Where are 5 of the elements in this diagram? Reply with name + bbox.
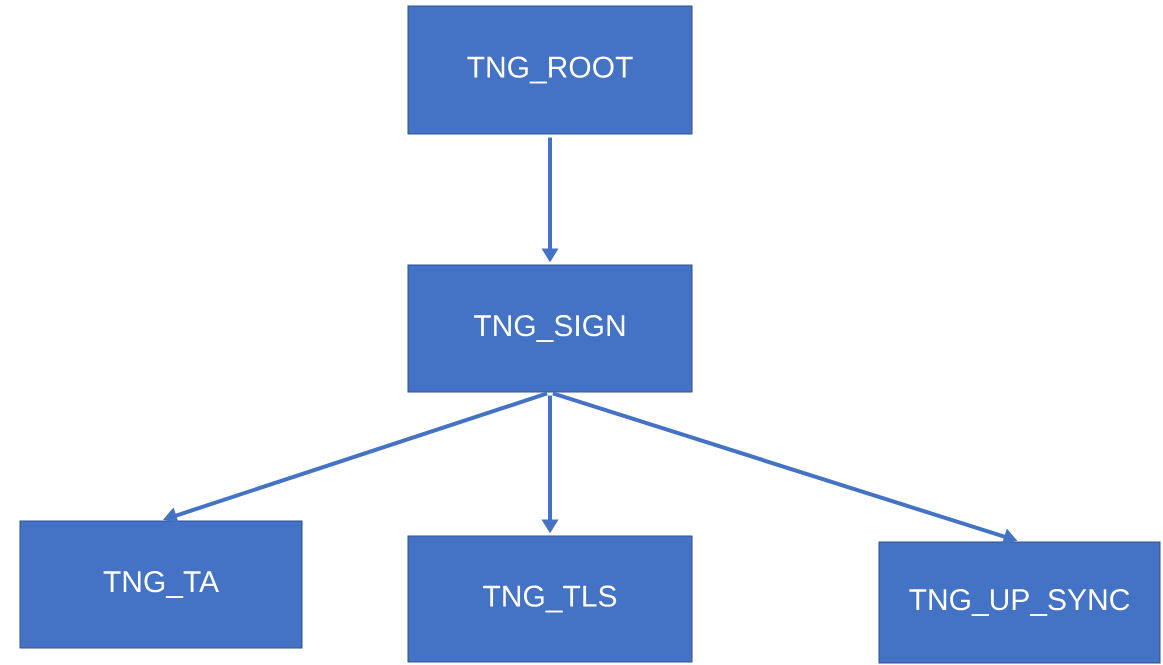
process-box: TNG_ROOT [407,5,693,135]
process-box: TNG_TA [19,520,303,649]
process-box: TNG_SIGN [407,264,693,393]
process-box: TNG_UP_SYNC [878,541,1161,664]
process-box: TNG_TLS [407,535,693,663]
